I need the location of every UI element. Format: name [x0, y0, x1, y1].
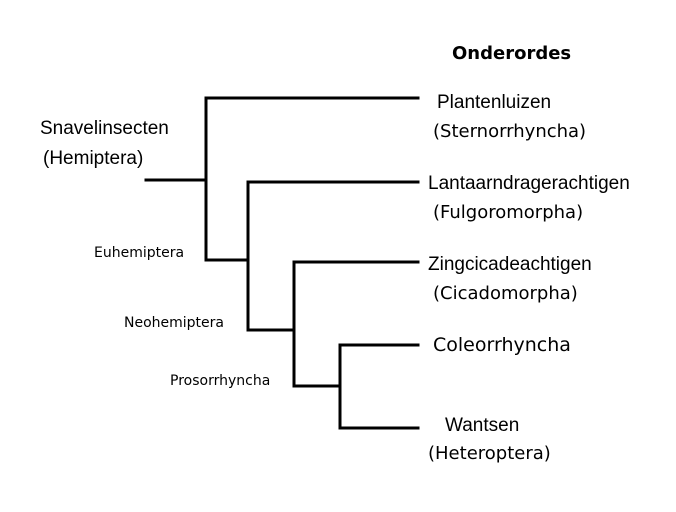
- taxon-scientific-1: (Sternorrhyncha): [433, 121, 587, 142]
- node-label-prosorrhyncha: Prosorrhyncha: [170, 373, 271, 389]
- taxon-name-5: Wantsen: [445, 415, 520, 436]
- taxon-scientific-3: (Cicadomorpha): [433, 283, 578, 304]
- taxon-name-3: Zingcicadeachtigen: [428, 254, 592, 275]
- taxon-scientific-5: (Heteroptera): [428, 443, 551, 464]
- taxon-name-2: Lantaarndragerachtigen: [428, 173, 630, 194]
- node-label-euhemiptera: Euhemiptera: [94, 245, 185, 261]
- root-name: Snavelinsecten: [40, 118, 169, 139]
- heading-onderordes: Onderordes: [452, 43, 572, 64]
- taxon-scientific-2: (Fulgoromorpha): [433, 202, 584, 223]
- node-label-neohemiptera: Neohemiptera: [124, 315, 224, 331]
- root-scientific-name: (Hemiptera): [43, 148, 144, 169]
- taxon-name-4: Coleorrhyncha: [433, 334, 571, 356]
- taxon-name-1: Plantenluizen: [437, 92, 552, 113]
